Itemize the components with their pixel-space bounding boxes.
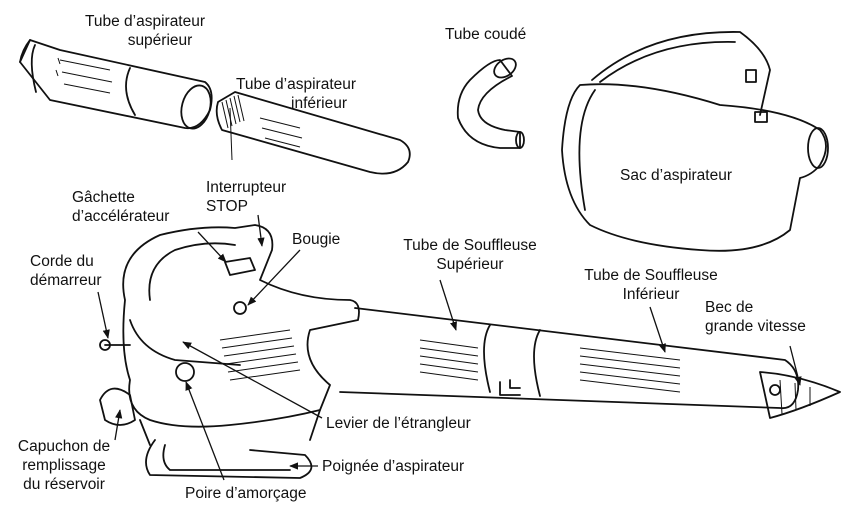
elbow-tube-drawing [456,57,525,149]
label-capuchon-line3: du réservoir [23,476,105,493]
label-corde-line1: Corde du [30,253,94,270]
label-corde: Corde du démarreur [30,252,102,290]
label-bec-line1: Bec de [705,299,754,316]
label-tube-souffleuse-superieur: Tube de Souffleuse Supérieur [380,236,560,274]
label-tube-aspirateur-inferieur: Tube d’aspirateur inférieur [236,75,356,113]
lower-vacuum-tube-drawing [215,91,411,175]
label-corde-line2: démarreur [30,272,102,289]
label-capuchon-line1: Capuchon de [17,438,111,455]
label-interrupteur-line2: STOP [206,198,248,215]
label-capuchon-line2: remplissage [22,457,106,474]
vacuum-bag-drawing [561,31,829,252]
label-tube-souffleuse-superieur-line2: Supérieur [436,256,504,273]
label-tube-aspirateur-inferieur-line1: Tube d’aspirateur [236,76,357,93]
label-gachette: Gâchette d’accélérateur [72,188,169,226]
label-capuchon: Capuchon de remplissage du réservoir [4,437,124,494]
leader-lines [97,214,802,481]
engine-body-drawing [99,224,360,479]
label-tube-souffleuse-inferieur: Tube de Souffleuse Inférieur [562,266,740,304]
label-tube-souffleuse-inferieur-line1: Tube de Souffleuse [584,267,718,284]
label-levier: Levier de l’étrangleur [326,415,471,432]
label-bec-line2: grande vitesse [705,318,806,335]
label-tube-aspirateur-superieur-line1: Tube d’aspirateur [84,13,206,30]
label-interrupteur-line1: Interrupteur [206,179,287,196]
label-tube-coude: Tube coudé [445,26,527,43]
label-bougie: Bougie [292,231,341,248]
label-gachette-line2: d’accélérateur [72,208,170,225]
label-interrupteur: Interrupteur STOP [206,178,286,216]
label-sac-aspirateur: Sac d’aspirateur [620,167,733,184]
label-poignee: Poignée d’aspirateur [322,458,465,475]
blower-tubes-drawing [339,307,841,419]
label-gachette-line1: Gâchette [72,189,135,206]
label-tube-aspirateur-superieur: Tube d’aspirateur supérieur [65,12,225,50]
label-tube-souffleuse-superieur-line1: Tube de Souffleuse [403,237,537,254]
upper-vacuum-tube-drawing [19,39,213,130]
label-poire: Poire d’amorçage [185,485,307,502]
label-bec: Bec de grande vitesse [705,298,806,336]
label-tube-aspirateur-inferieur-line2: inférieur [291,95,347,112]
label-tube-souffleuse-inferieur-line2: Inférieur [622,286,680,303]
label-tube-aspirateur-superieur-line2: supérieur [127,32,193,49]
